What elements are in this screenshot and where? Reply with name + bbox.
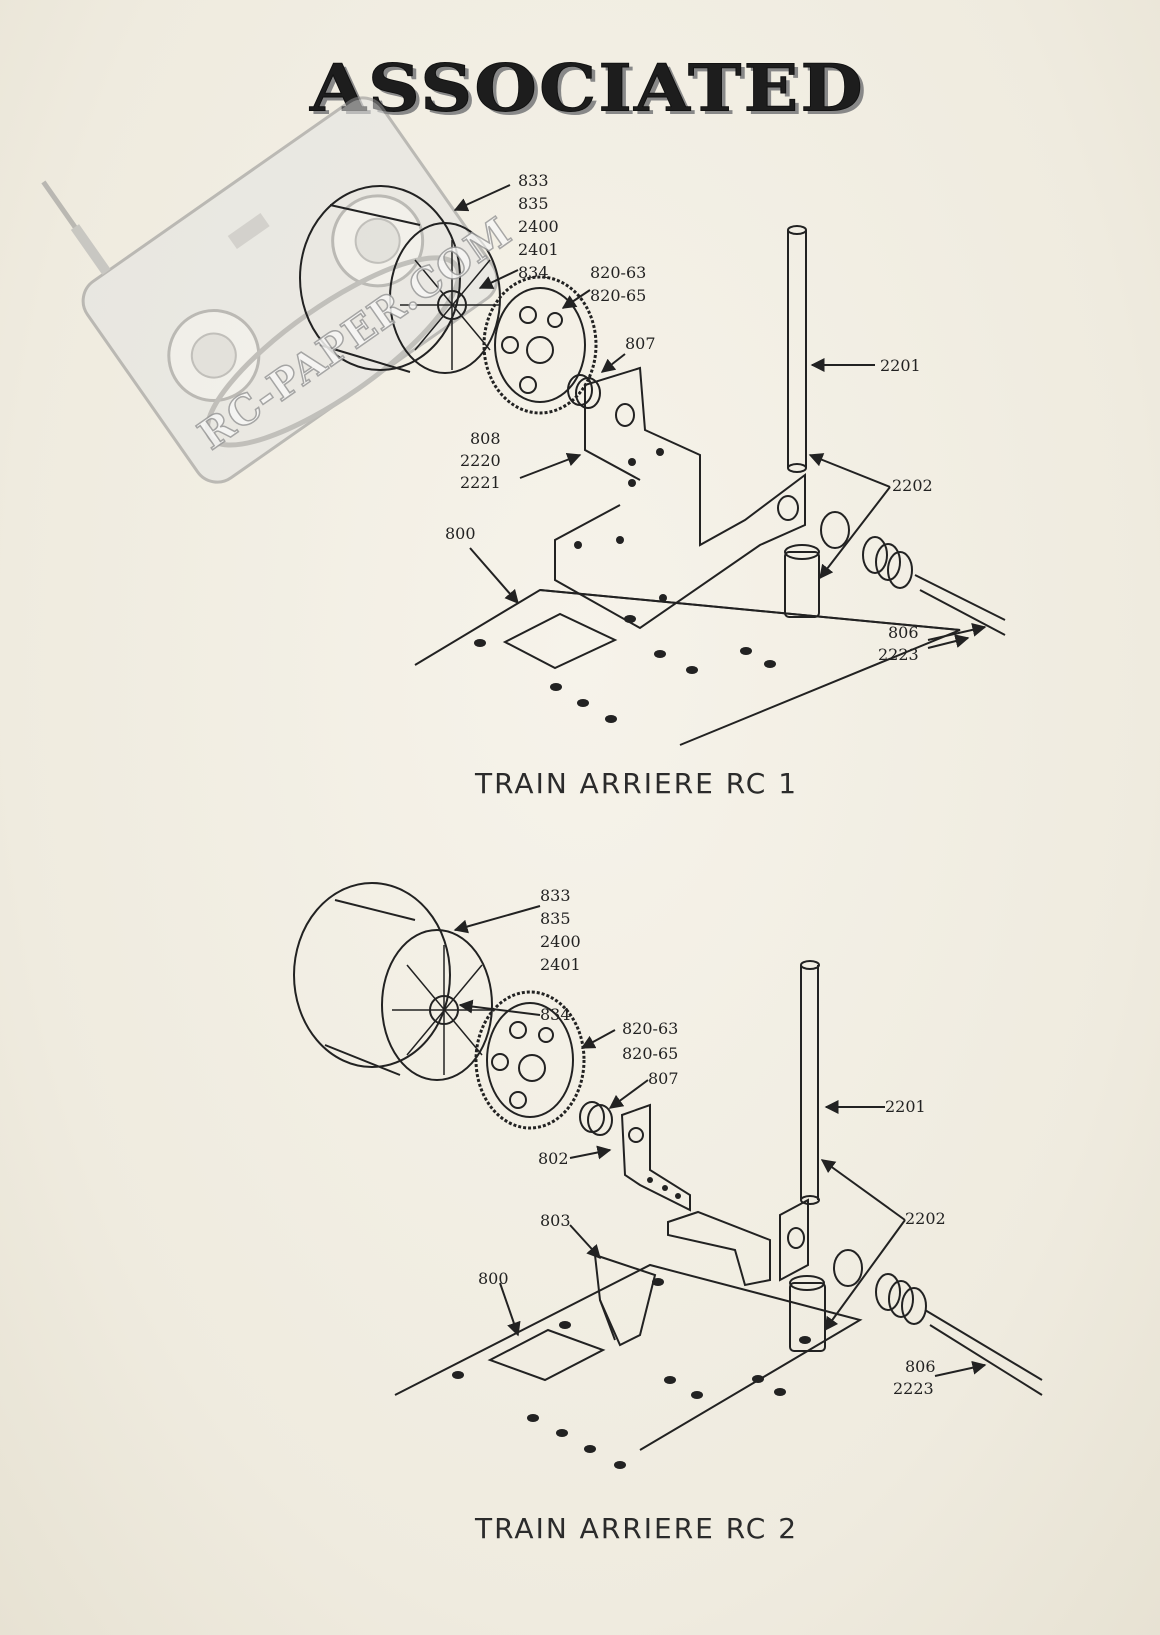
label-2400: 2400: [540, 932, 581, 951]
label-834: 834: [540, 1005, 571, 1024]
brand-logo: ASSOCIATED: [310, 49, 865, 126]
label-2201: 2201: [880, 356, 921, 375]
label-803: 803: [540, 1211, 571, 1230]
caption-rc1: TRAIN ARRIERE RC 1: [475, 767, 799, 800]
label-834: 834: [518, 263, 549, 282]
label-807: 807: [625, 334, 656, 353]
label-2401: 2401: [518, 240, 559, 259]
caption-rc2: TRAIN ARRIERE RC 2: [475, 1512, 799, 1545]
diagram-rc2: [293, 882, 1043, 1469]
label-820-65: 820-65: [622, 1044, 679, 1063]
label-806: 806: [888, 623, 919, 642]
label-2221: 2221: [460, 473, 501, 492]
label-2400: 2400: [518, 217, 559, 236]
label-2202: 2202: [905, 1209, 946, 1228]
label-800: 800: [445, 524, 476, 543]
label-2201: 2201: [885, 1097, 926, 1116]
label-833: 833: [540, 886, 571, 905]
label-808: 808: [470, 429, 501, 448]
label-820-63: 820-63: [622, 1019, 679, 1038]
label-835: 835: [540, 909, 571, 928]
label-807: 807: [648, 1069, 679, 1088]
label-820-65: 820-65: [590, 286, 647, 305]
label-2223: 2223: [878, 645, 919, 664]
label-800: 800: [478, 1269, 509, 1288]
label-820-63: 820-63: [590, 263, 647, 282]
label-833: 833: [518, 171, 549, 190]
label-835: 835: [518, 194, 549, 213]
label-2202: 2202: [892, 476, 933, 495]
label-2401: 2401: [540, 955, 581, 974]
label-802: 802: [538, 1149, 569, 1168]
label-2223: 2223: [893, 1379, 934, 1398]
label-806: 806: [905, 1357, 936, 1376]
diagram-rc1: [299, 184, 1006, 746]
label-2220: 2220: [460, 451, 501, 470]
watermark-stamp: [41, 96, 499, 484]
